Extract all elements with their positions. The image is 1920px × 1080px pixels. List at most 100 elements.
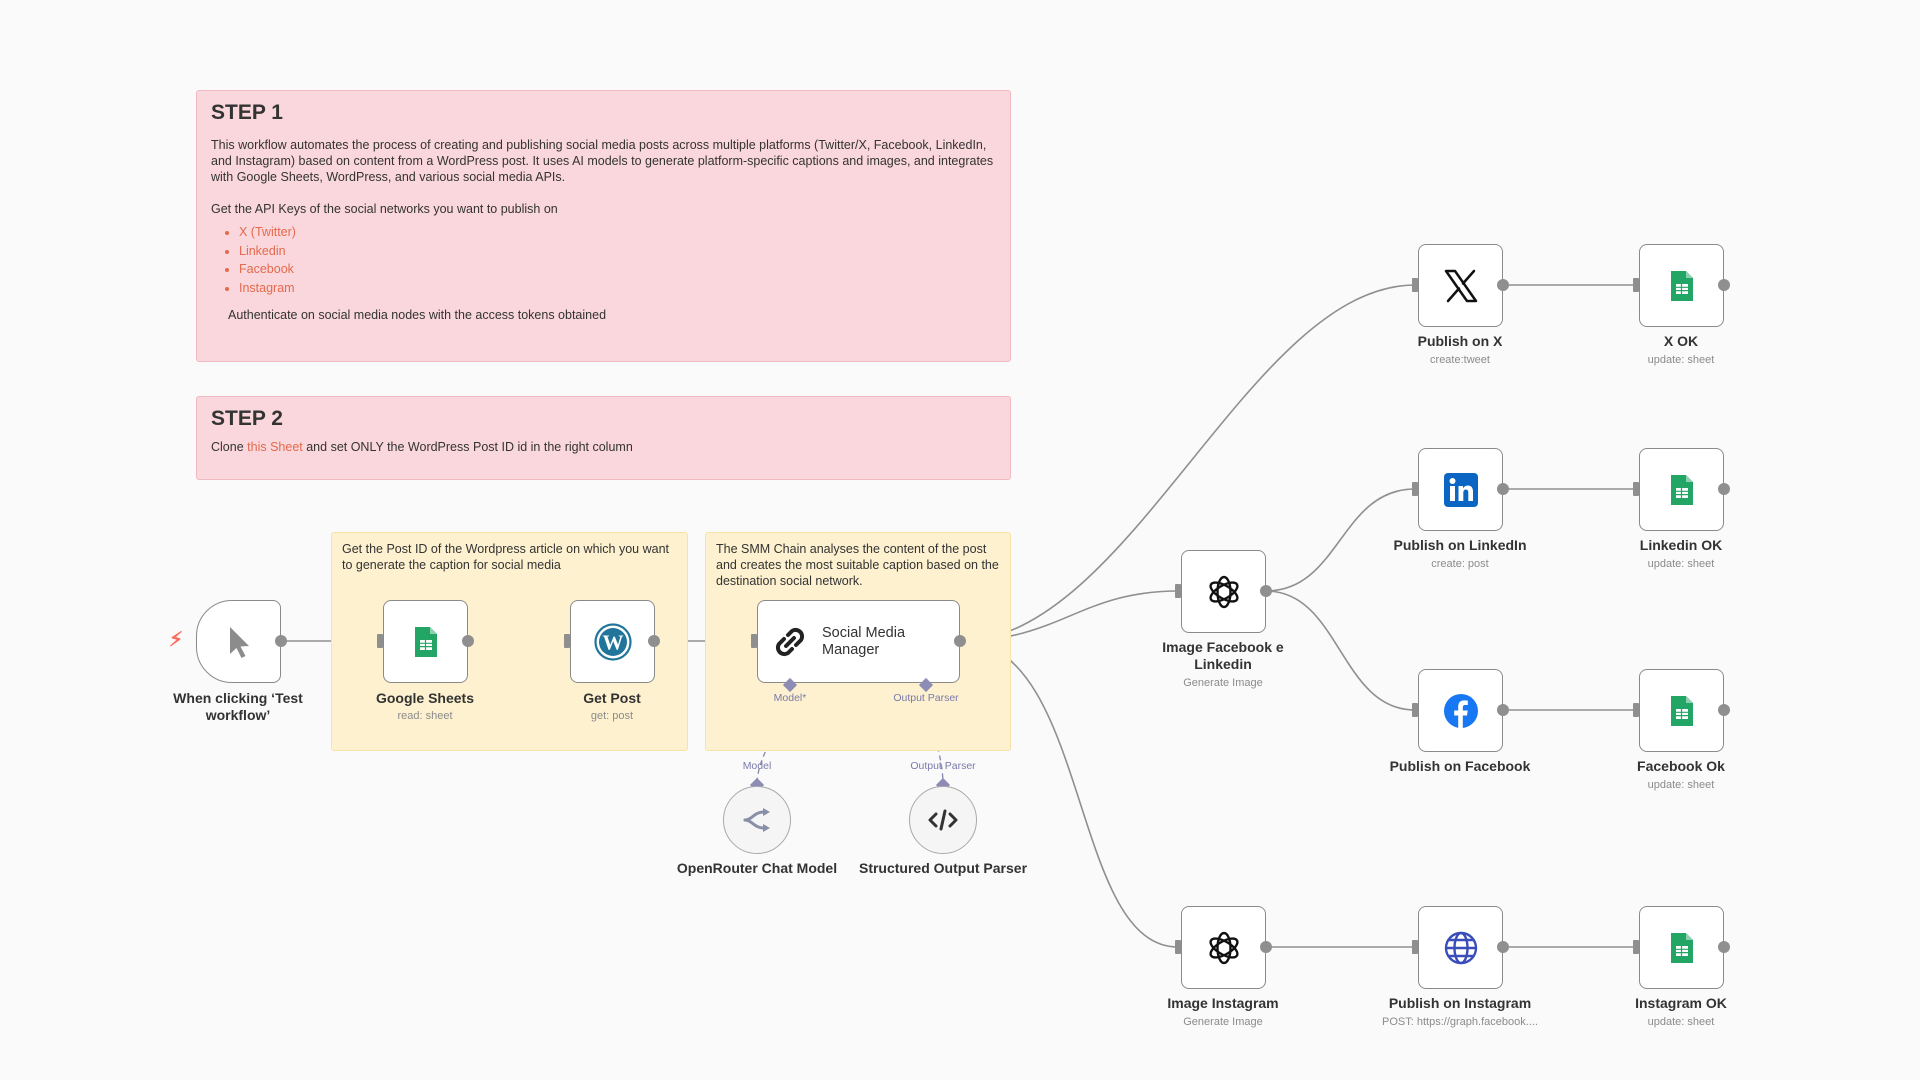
output-port[interactable]: [1718, 941, 1730, 953]
node-subtitle: Generate Image: [1183, 677, 1263, 689]
output-port[interactable]: [1718, 483, 1730, 495]
node-subtitle: Generate Image: [1183, 1016, 1263, 1028]
node-label: Publish on LinkedIn: [1393, 537, 1527, 553]
step2-text-after: and set ONLY the WordPress Post ID id in…: [306, 440, 633, 454]
step1-auth-text: Authenticate on social media nodes with …: [228, 308, 607, 322]
node-subtitle: update: sheet: [1647, 558, 1715, 570]
node-publish-on-x[interactable]: [1418, 244, 1503, 327]
input-port[interactable]: [1412, 703, 1418, 717]
openai-icon: [1208, 931, 1239, 964]
output-port[interactable]: [648, 635, 660, 647]
port-label-model: Model*: [773, 692, 807, 704]
globe-icon: [1444, 931, 1477, 964]
output-port[interactable]: [1260, 941, 1272, 953]
link-x-twitter[interactable]: X (Twitter): [239, 223, 996, 242]
note-post-id-text: Get the Post ID of the Wordpress article…: [342, 542, 670, 572]
x-logo-icon: [1444, 269, 1477, 302]
node-image-facebook-linkedin[interactable]: [1181, 550, 1266, 633]
node-publish-on-linkedin[interactable]: [1418, 448, 1503, 531]
node-subtitle: get: post: [590, 710, 634, 722]
node-structured-output-parser[interactable]: [909, 786, 977, 854]
node-linkedin-ok[interactable]: [1639, 448, 1724, 531]
node-label: When clicking ‘Test workflow’: [173, 690, 303, 723]
input-port[interactable]: [1633, 278, 1639, 292]
output-port[interactable]: [954, 635, 966, 647]
node-subtitle: read: sheet: [397, 710, 453, 722]
node-publish-on-facebook[interactable]: [1418, 669, 1503, 752]
chain-link-icon: [775, 627, 805, 656]
svg-text:W: W: [602, 630, 623, 654]
node-google-sheets[interactable]: [383, 600, 468, 683]
node-label: Google Sheets: [375, 690, 475, 706]
node-label: Publish on Instagram: [1388, 995, 1532, 1011]
input-port[interactable]: [1633, 940, 1639, 954]
step1-title: STEP 1: [211, 101, 283, 124]
node-label: Structured Output Parser: [858, 860, 1028, 876]
node-facebook-ok[interactable]: [1639, 669, 1724, 752]
output-port[interactable]: [1497, 941, 1509, 953]
output-port[interactable]: [1497, 483, 1509, 495]
node-label: Instagram OK: [1635, 995, 1727, 1011]
output-port[interactable]: [1718, 704, 1730, 716]
node-openrouter-chat-model[interactable]: [723, 786, 791, 854]
facebook-icon: [1443, 693, 1478, 728]
link-linkedin[interactable]: Linkedin: [239, 242, 996, 261]
node-label: Publish on X: [1417, 333, 1503, 349]
input-port[interactable]: [1412, 482, 1418, 496]
api-links-list: X (Twitter) Linkedin Facebook Instagram: [211, 223, 996, 297]
node-label: X OK: [1663, 333, 1699, 349]
node-social-media-manager[interactable]: Social Media Manager: [757, 600, 960, 683]
output-port[interactable]: [1718, 279, 1730, 291]
link-facebook[interactable]: Facebook: [239, 260, 996, 279]
node-label: Image Facebook e Linkedin: [1162, 639, 1284, 672]
google-sheets-icon: [1670, 474, 1693, 505]
input-port[interactable]: [1412, 940, 1418, 954]
google-sheets-icon: [1670, 695, 1693, 726]
node-subtitle: create: post: [1431, 558, 1489, 570]
node-label: Facebook Ok: [1637, 758, 1725, 774]
port-label-parser: Output Parser: [910, 760, 976, 772]
output-port[interactable]: [1497, 279, 1509, 291]
input-port[interactable]: [564, 634, 570, 648]
node-label: OpenRouter Chat Model: [676, 860, 838, 876]
input-port[interactable]: [1633, 482, 1639, 496]
node-publish-on-instagram[interactable]: [1418, 906, 1503, 989]
step1-api-keys-text: Get the API Keys of the social networks …: [211, 202, 558, 216]
google-sheets-icon: [1670, 270, 1693, 301]
link-instagram[interactable]: Instagram: [239, 279, 996, 298]
output-port[interactable]: [1497, 704, 1509, 716]
input-port[interactable]: [1412, 278, 1418, 292]
input-port[interactable]: [1633, 703, 1639, 717]
output-port[interactable]: [462, 635, 474, 647]
note-smm-text: The SMM Chain analyses the content of th…: [716, 542, 999, 588]
sheet-clone-link[interactable]: this Sheet: [247, 440, 303, 454]
openai-icon: [1208, 575, 1239, 608]
output-port[interactable]: [275, 635, 287, 647]
input-port[interactable]: [751, 634, 757, 648]
node-subtitle: update: sheet: [1647, 1016, 1715, 1028]
step2-text-before: Clone: [211, 440, 244, 454]
node-trigger[interactable]: [196, 600, 281, 683]
node-subtitle: update: sheet: [1647, 354, 1715, 366]
port-label-parser: Output Parser: [893, 692, 959, 704]
sticky-note-step2[interactable]: STEP 2 Clone this Sheet and set ONLY the…: [196, 396, 1011, 480]
step2-text: Clone this Sheet and set ONLY the WordPr…: [211, 439, 996, 455]
google-sheets-icon: [414, 626, 437, 657]
node-label: Social Media Manager: [822, 624, 906, 658]
input-port[interactable]: [1175, 940, 1181, 954]
input-port[interactable]: [1175, 584, 1181, 598]
node-x-ok[interactable]: [1639, 244, 1724, 327]
cursor-icon: [229, 626, 249, 658]
input-port[interactable]: [377, 634, 383, 648]
sticky-note-step1[interactable]: STEP 1 This workflow automates the proce…: [196, 90, 1011, 362]
node-image-instagram[interactable]: [1181, 906, 1266, 989]
node-get-post[interactable]: W: [570, 600, 655, 683]
step1-description: This workflow automates the process of c…: [211, 138, 994, 184]
linkedin-icon: [1443, 472, 1478, 507]
node-instagram-ok[interactable]: [1639, 906, 1724, 989]
output-port[interactable]: [1260, 585, 1272, 597]
google-sheets-icon: [1670, 932, 1693, 963]
node-subtitle: update: sheet: [1647, 779, 1715, 791]
trigger-bolt-icon: ⚡︎: [169, 629, 184, 651]
